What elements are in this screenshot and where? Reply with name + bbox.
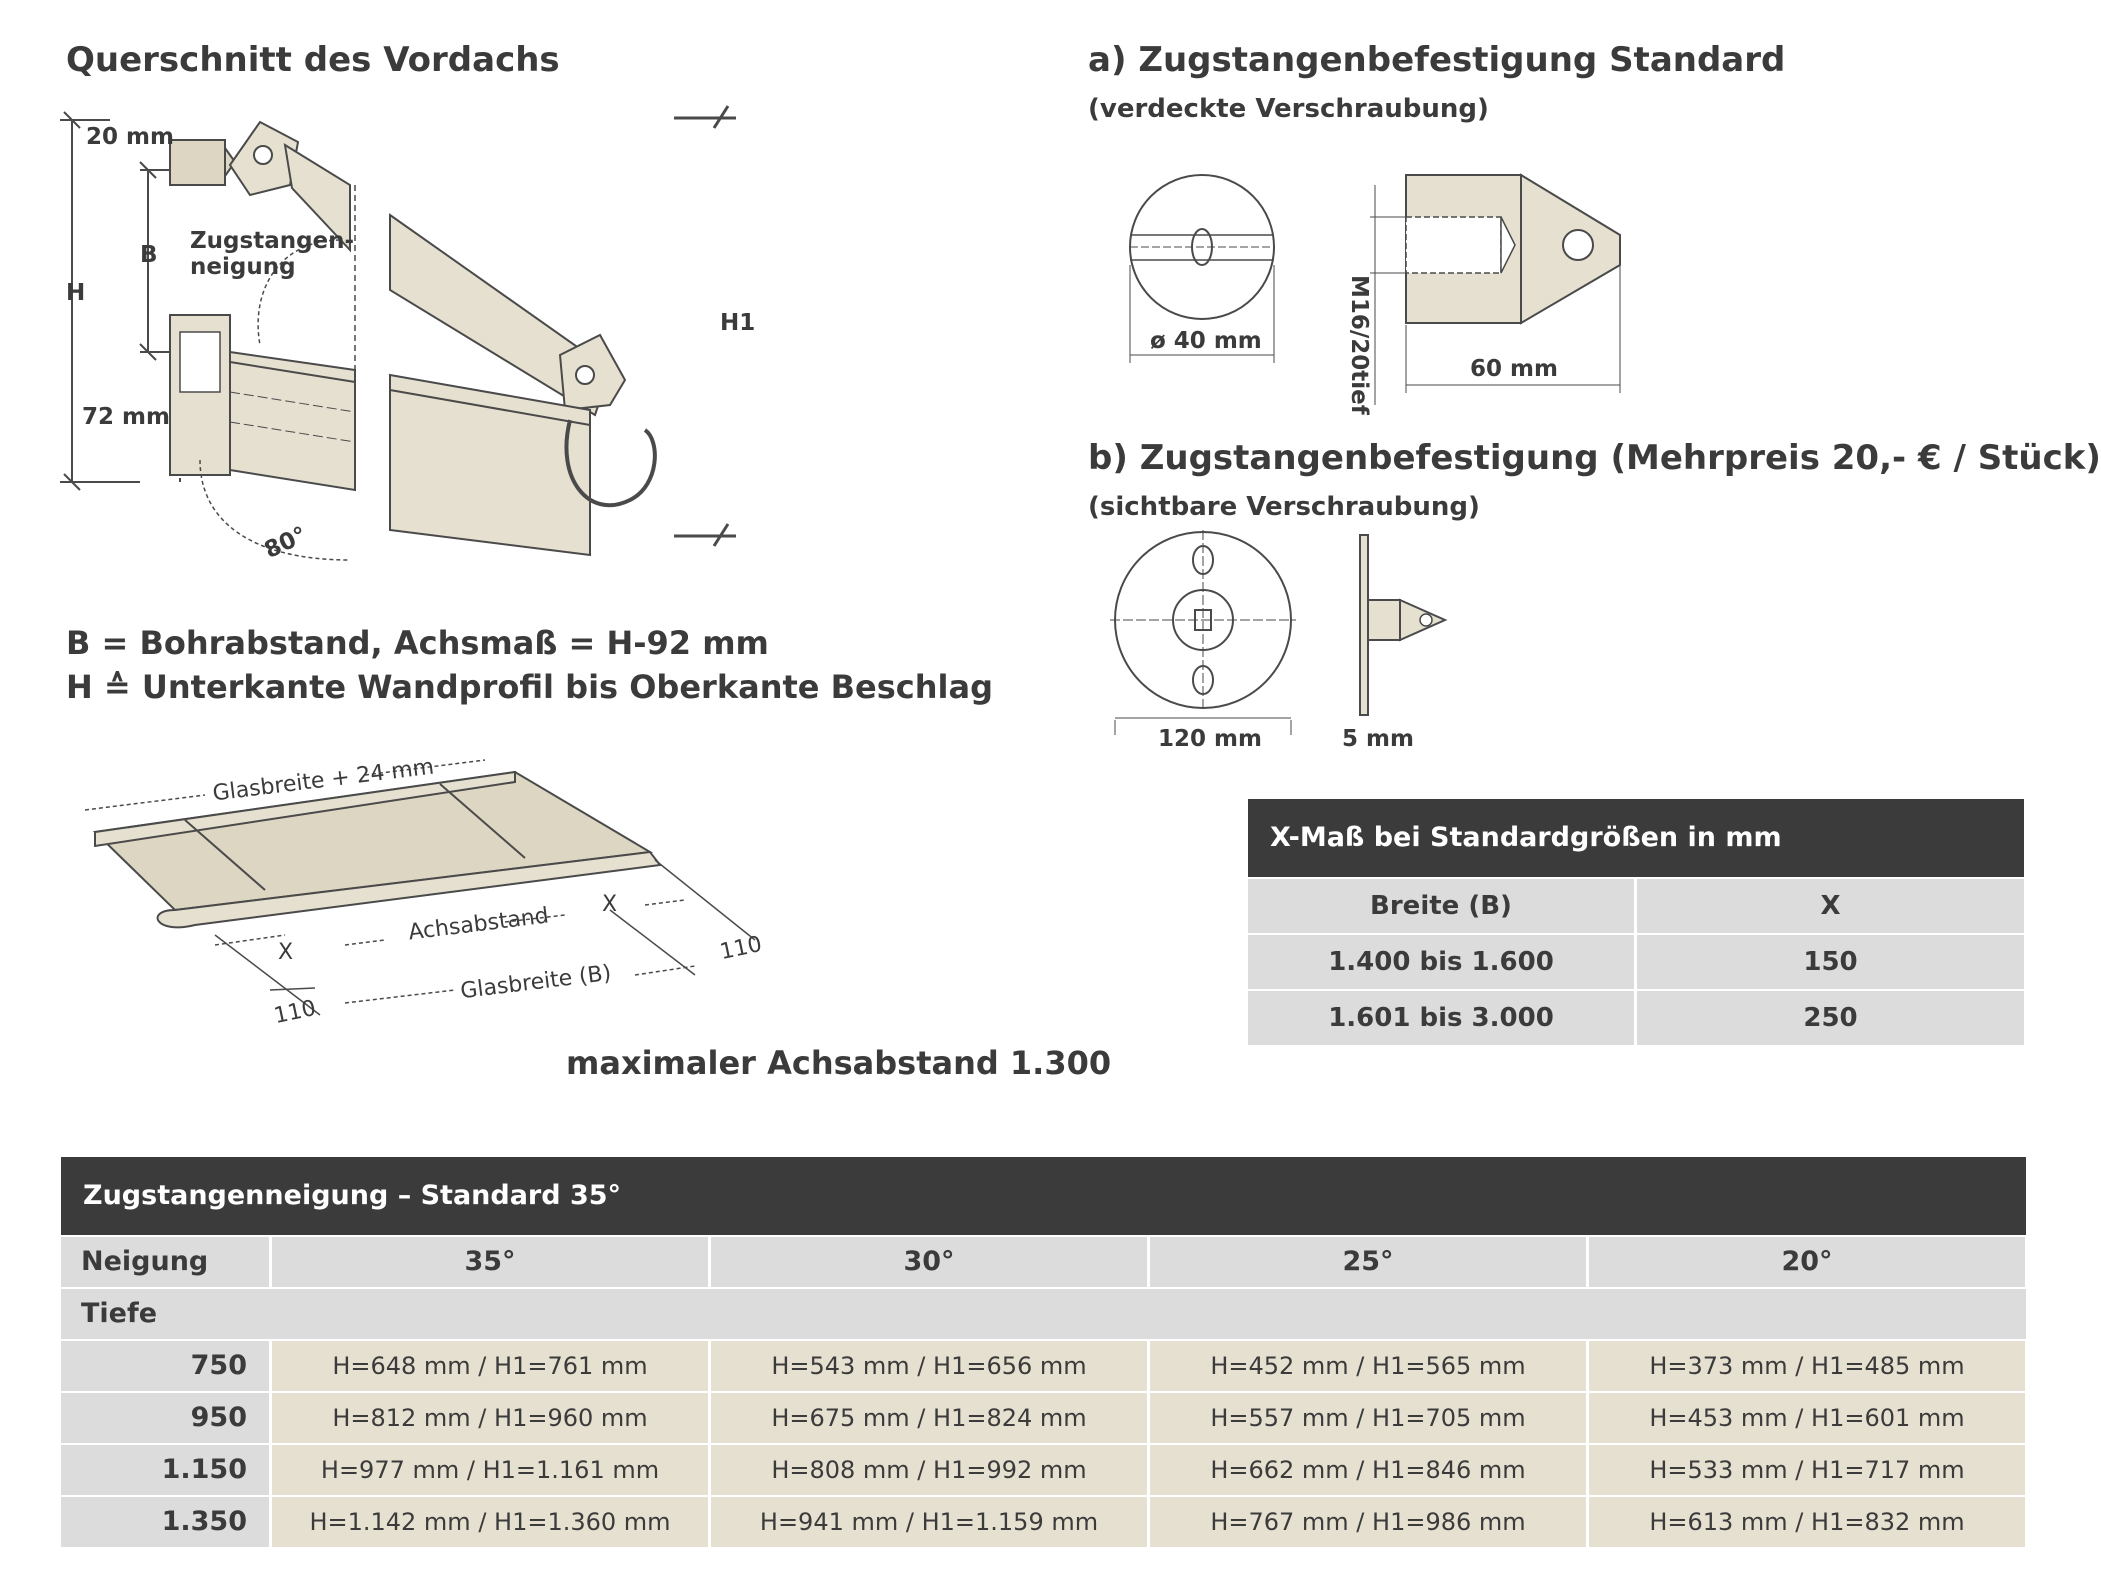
- header-angle: 20°: [1586, 1237, 2025, 1287]
- note-unterkante: H ≙ Unterkante Wandprofil bis Oberkante …: [66, 668, 993, 706]
- x-table-header-row: Breite (B) X: [1248, 877, 2024, 933]
- table-cell: H=808 mm / H1=992 mm: [708, 1445, 1147, 1495]
- dim-h1: H1: [720, 310, 756, 336]
- header-angle: 25°: [1147, 1237, 1586, 1287]
- main-table-tiefe-row: Tiefe: [61, 1287, 2026, 1339]
- label-neigung: neigung: [190, 254, 296, 280]
- option-a-thread: M16/20tief: [1346, 275, 1372, 415]
- main-table-header-row: Neigung 35° 30° 25° 20°: [61, 1235, 2026, 1287]
- x-cell-breite: 1.400 bis 1.600: [1248, 935, 1637, 989]
- x-table-title: X-Maß bei Standardgrößen in mm: [1248, 799, 2024, 877]
- x-header-x: X: [1637, 879, 2024, 933]
- caption-max-achsabstand: maximaler Achsabstand 1.300: [566, 1044, 1112, 1082]
- x-cell-value: 250: [1637, 991, 2024, 1045]
- table-cell: H=662 mm / H1=846 mm: [1147, 1445, 1586, 1495]
- option-b-drawing: [1110, 530, 1448, 735]
- tiefe-value: 1.150: [61, 1445, 269, 1495]
- tiefe-value: 950: [61, 1393, 269, 1443]
- option-b-title: b) Zugstangenbefestigung (Mehrpreis 20,-…: [1088, 438, 2101, 478]
- table-cell: H=675 mm / H1=824 mm: [708, 1393, 1147, 1443]
- table-cell: H=812 mm / H1=960 mm: [269, 1393, 708, 1443]
- option-a-title: a) Zugstangenbefestigung Standard: [1088, 40, 1786, 80]
- table-row: 950 H=812 mm / H1=960 mm H=675 mm / H1=8…: [61, 1391, 2026, 1443]
- table-cell: H=767 mm / H1=986 mm: [1147, 1497, 1586, 1547]
- x-mass-table: X-Maß bei Standardgrößen in mm Breite (B…: [1248, 799, 2024, 1045]
- dim-72mm: 72 mm: [82, 404, 170, 430]
- cross-section-drawing: [60, 105, 736, 561]
- option-a-subtitle: (verdeckte Verschraubung): [1088, 94, 1489, 124]
- table-cell: H=453 mm / H1=601 mm: [1586, 1393, 2025, 1443]
- option-b-subtitle: (sichtbare Verschraubung): [1088, 492, 1480, 522]
- table-cell: H=452 mm / H1=565 mm: [1147, 1341, 1586, 1391]
- table-cell: H=557 mm / H1=705 mm: [1147, 1393, 1586, 1443]
- label-x-right: X: [602, 892, 618, 917]
- table-cell: H=533 mm / H1=717 mm: [1586, 1445, 2025, 1495]
- table-row: 1.400 bis 1.600 150: [1248, 933, 2024, 989]
- label-x-left: X: [278, 940, 294, 965]
- label-zugstangen: Zugstangen-: [190, 228, 355, 254]
- option-a-diameter: ø 40 mm: [1150, 328, 1262, 354]
- tiefe-value: 1.350: [61, 1497, 269, 1547]
- header-angle: 30°: [708, 1237, 1147, 1287]
- option-a-drawing: [1129, 173, 1621, 405]
- option-a-length: 60 mm: [1470, 356, 1558, 382]
- table-row: 1.601 bis 3.000 250: [1248, 989, 2024, 1045]
- zugstangenneigung-table: Zugstangenneigung – Standard 35° Neigung…: [61, 1157, 2026, 1547]
- x-header-breite: Breite (B): [1248, 879, 1637, 933]
- option-b-thickness: 5 mm: [1342, 726, 1414, 752]
- table-row: 1.350 H=1.142 mm / H1=1.360 mm H=941 mm …: [61, 1495, 2026, 1547]
- x-cell-value: 150: [1637, 935, 2024, 989]
- table-cell: H=977 mm / H1=1.161 mm: [269, 1445, 708, 1495]
- tiefe-value: 750: [61, 1341, 269, 1391]
- table-row: 750 H=648 mm / H1=761 mm H=543 mm / H1=6…: [61, 1339, 2026, 1391]
- dim-20mm: 20 mm: [86, 124, 174, 150]
- x-cell-breite: 1.601 bis 3.000: [1248, 991, 1637, 1045]
- table-cell: H=1.142 mm / H1=1.360 mm: [269, 1497, 708, 1547]
- note-bohrabstand: B = Bohrabstand, Achsmaß = H-92 mm: [66, 624, 769, 662]
- header-tiefe: Tiefe: [81, 1298, 158, 1329]
- header-angle: 35°: [269, 1237, 708, 1287]
- table-row: 1.150 H=977 mm / H1=1.161 mm H=808 mm / …: [61, 1443, 2026, 1495]
- table-cell: H=941 mm / H1=1.159 mm: [708, 1497, 1147, 1547]
- header-neigung: Neigung: [61, 1237, 269, 1287]
- main-table-title: Zugstangenneigung – Standard 35°: [61, 1157, 2026, 1235]
- option-b-diameter: 120 mm: [1158, 726, 1262, 752]
- cross-section-title: Querschnitt des Vordachs: [66, 40, 560, 80]
- table-cell: H=543 mm / H1=656 mm: [708, 1341, 1147, 1391]
- table-cell: H=373 mm / H1=485 mm: [1586, 1341, 2025, 1391]
- table-cell: H=613 mm / H1=832 mm: [1586, 1497, 2025, 1547]
- dim-b: B: [140, 242, 158, 268]
- dim-h: H: [66, 280, 86, 306]
- canopy-perspective-drawing: [84, 759, 756, 1016]
- table-cell: H=648 mm / H1=761 mm: [269, 1341, 708, 1391]
